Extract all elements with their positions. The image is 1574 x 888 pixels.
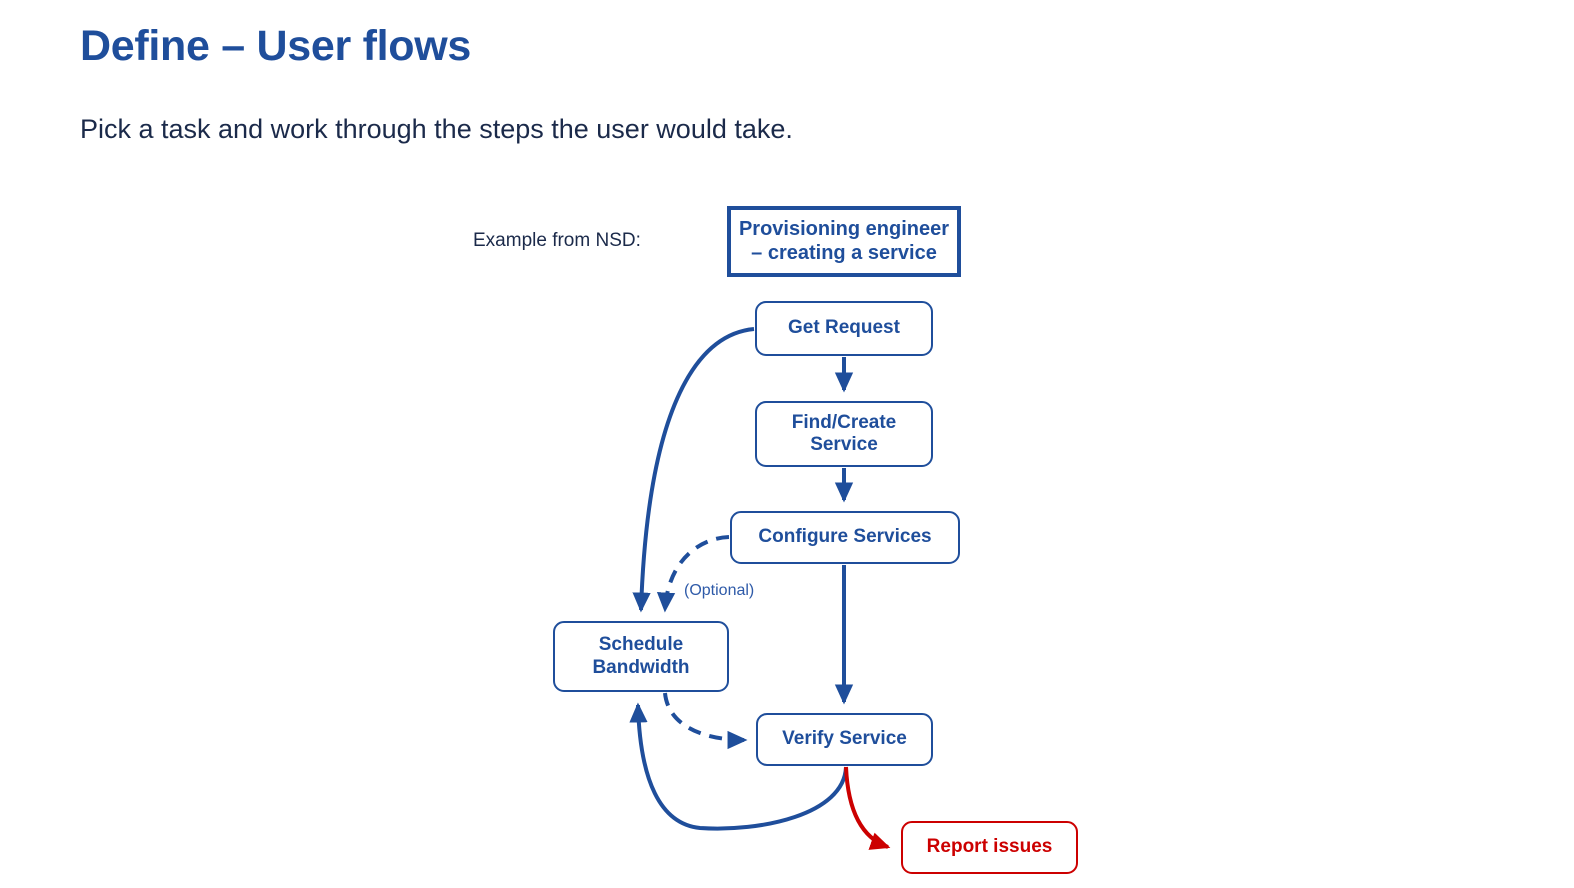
- flow-node-configure-services[interactable]: Configure Services: [730, 511, 960, 564]
- flow-node-report-issues[interactable]: Report issues: [901, 821, 1078, 874]
- flow-node-actor-label: Provisioning engineer – creating a servi…: [739, 218, 949, 265]
- flow-node-get-request[interactable]: Get Request: [755, 301, 933, 356]
- flow-node-actor[interactable]: Provisioning engineer – creating a servi…: [727, 206, 961, 277]
- flow-node-find-create-service[interactable]: Find/Create Service: [755, 401, 933, 467]
- edge-schedule-to-verify: [663, 692, 748, 750]
- find-create-label-line1: Find/Create: [791, 411, 897, 433]
- example-source-label: Example from NSD:: [473, 230, 641, 251]
- flow-node-schedule-bandwidth-label: Schedule Bandwidth: [592, 634, 689, 679]
- actor-label-line1: Provisioning engineer: [738, 217, 950, 240]
- flow-node-report-issues-label: Report issues: [926, 836, 1053, 858]
- flow-node-configure-services-label: Configure Services: [758, 526, 932, 548]
- flow-node-verify-service-label: Verify Service: [782, 728, 907, 750]
- flow-node-verify-service[interactable]: Verify Service: [756, 713, 933, 766]
- page-title: Define – User flows: [80, 22, 471, 70]
- schedule-label-line1: Schedule: [598, 634, 684, 656]
- schedule-label-line2: Bandwidth: [592, 656, 690, 678]
- page-subtitle: Pick a task and work through the steps t…: [80, 114, 793, 144]
- edge-verify-to-report-issues: [844, 766, 891, 850]
- flow-node-schedule-bandwidth[interactable]: Schedule Bandwidth: [553, 621, 729, 692]
- flow-node-get-request-label: Get Request: [788, 317, 900, 339]
- edge-get-request-to-schedule: [632, 327, 755, 613]
- flow-node-find-create-service-label: Find/Create Service: [792, 412, 897, 457]
- find-create-label-line2: Service: [810, 434, 878, 455]
- edge-label-optional: (Optional): [684, 582, 755, 599]
- actor-label-line2: – creating a service: [751, 241, 937, 264]
